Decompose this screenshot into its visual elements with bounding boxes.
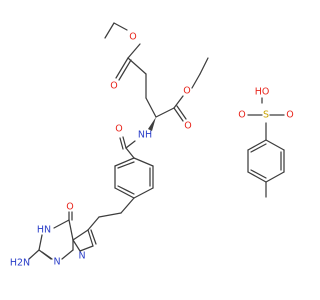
bond-alpha-carbonyl: [155, 107, 175, 118]
atom-o-ester-ether-top: O: [129, 32, 136, 43]
benzene-bond-1: [133, 157, 154, 167]
tol-ring-4b: [250, 169, 267, 179]
pyrimidine-bond-1: [53, 219, 70, 229]
atom-o-amide: O: [115, 124, 122, 135]
bond-carbonyl-c-o1: [115, 57, 129, 79]
atom-o-sulfonic-left: O: [238, 110, 245, 121]
atom-n-pyrimidine: N: [53, 257, 60, 268]
bond-ethyl-top-ch2: [113, 22, 128, 31]
bond-carbonyl-right-o1: [173, 107, 184, 122]
bond-linker-ring: [87, 216, 100, 231]
bond-amide-co2: [119, 137, 124, 150]
bond-ethyl-right-ch2: [191, 73, 201, 89]
pyrimidine-bond-4: [61, 249, 74, 260]
tol-ring-6b: [250, 143, 267, 153]
atom-o-ester-carbonyl-right: O: [184, 121, 191, 132]
pyrrole-bond-1b: [90, 229, 97, 245]
bond-chain-3: [145, 97, 157, 118]
structure-svg: O O O O NH O HO S O O O HN N N H2N: [10, 22, 294, 269]
bond-carbonyl-aryl: [125, 147, 135, 159]
fused-bond-top: [68, 219, 74, 241]
pyrimidine-bond-3b: [41, 251, 53, 260]
main-molecule-bonds: [28, 22, 209, 260]
atom-n-pyrrole: N: [78, 251, 85, 262]
bond-linker-1: [120, 197, 135, 214]
bond-nh-carbonyl: [125, 140, 136, 149]
tol-ring-4: [247, 171, 267, 183]
pyrrole-bond-4: [72, 229, 89, 241]
pyrrole-bond-3: [72, 239, 81, 252]
tol-ring-6: [247, 139, 267, 151]
pyrrole-bond-1: [87, 229, 94, 247]
tol-ring-3: [265, 171, 285, 183]
bond-linker-2: [98, 212, 122, 218]
tol-ring-1: [265, 139, 285, 151]
atom-nh-ring: HN: [37, 225, 51, 236]
tosylate-bonds: [247, 97, 285, 198]
bond-amide-co1: [122, 136, 127, 149]
bond-ethyl-right-ch3: [199, 57, 209, 75]
atom-nh2-amino: H2N: [10, 258, 30, 269]
benzene-bond-4b: [117, 185, 135, 195]
bond-ethyl-top: [104, 22, 115, 39]
benzene-bond-6b: [117, 161, 135, 169]
benzene-bond-3: [133, 187, 154, 199]
bond-carbonyl-c-o2: [118, 59, 132, 81]
benzene-bond-4: [114, 187, 135, 199]
bond-ester-o-c: [127, 43, 141, 59]
benzene-bond-6: [114, 157, 135, 167]
bond-ester-right-o: [173, 95, 184, 109]
atom-labels: O O O O NH O HO S O O O HN N N H2N: [10, 32, 294, 269]
bond-amino: [28, 249, 40, 260]
pyrimidine-bond-2: [38, 234, 43, 251]
atom-oh-sulfonic: HO: [255, 87, 270, 98]
atom-o-pyrimidinone: O: [66, 202, 73, 213]
atom-s-sulfonic: S: [263, 110, 269, 121]
pyrrole-bond-2: [79, 245, 94, 252]
atom-o-ester-carbonyl-top: O: [110, 81, 117, 92]
stereo-wedge: [148, 117, 156, 131]
bond-chain-1: [127, 57, 147, 75]
atom-nh-amide: NH: [138, 130, 152, 141]
atom-o-sulfonic-right: O: [286, 110, 293, 121]
atom-o-ester-ether-right: O: [183, 86, 190, 97]
chemical-structure-canvas: O O O O NH O HO S O O O HN N N H2N: [9, 22, 294, 269]
bond-carbonyl-right-o2: [176, 105, 187, 120]
